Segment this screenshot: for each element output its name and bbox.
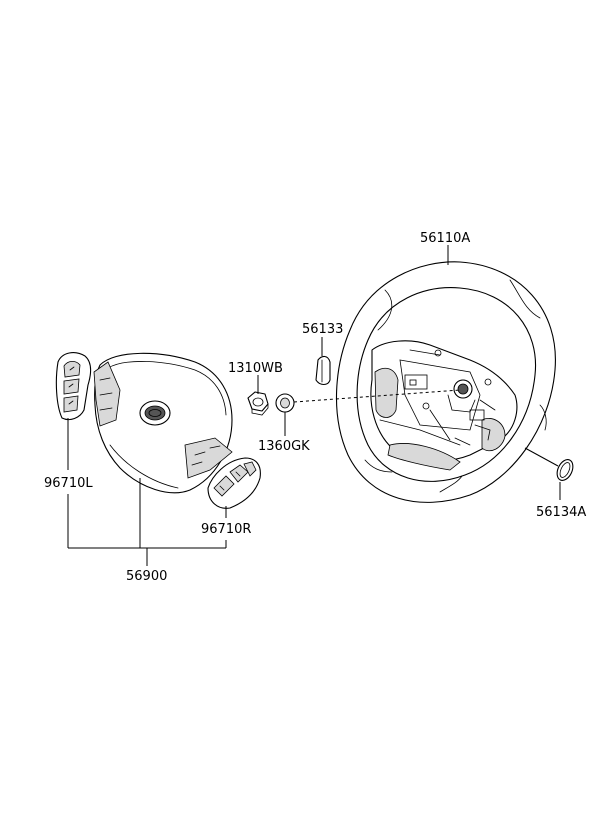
steering-wheel xyxy=(335,261,556,503)
right-remote-switch xyxy=(207,457,261,509)
lower-cover-clip xyxy=(556,459,574,481)
airbag-module xyxy=(93,352,233,494)
label-1360GK: 1360GK xyxy=(258,439,310,454)
nut xyxy=(247,391,269,416)
label-56134A: 56134A xyxy=(536,505,586,520)
leader-lines xyxy=(67,245,561,566)
label-1310WB: 1310WB xyxy=(228,361,283,376)
left-remote-switch xyxy=(55,352,92,421)
cover-cap xyxy=(315,355,331,386)
label-96710L: 96710L xyxy=(44,476,93,491)
label-96710R: 96710R xyxy=(201,522,251,537)
washer xyxy=(275,393,295,413)
label-56900: 56900 xyxy=(126,569,167,584)
label-56133: 56133 xyxy=(302,322,343,337)
label-56110A: 56110A xyxy=(420,231,470,246)
